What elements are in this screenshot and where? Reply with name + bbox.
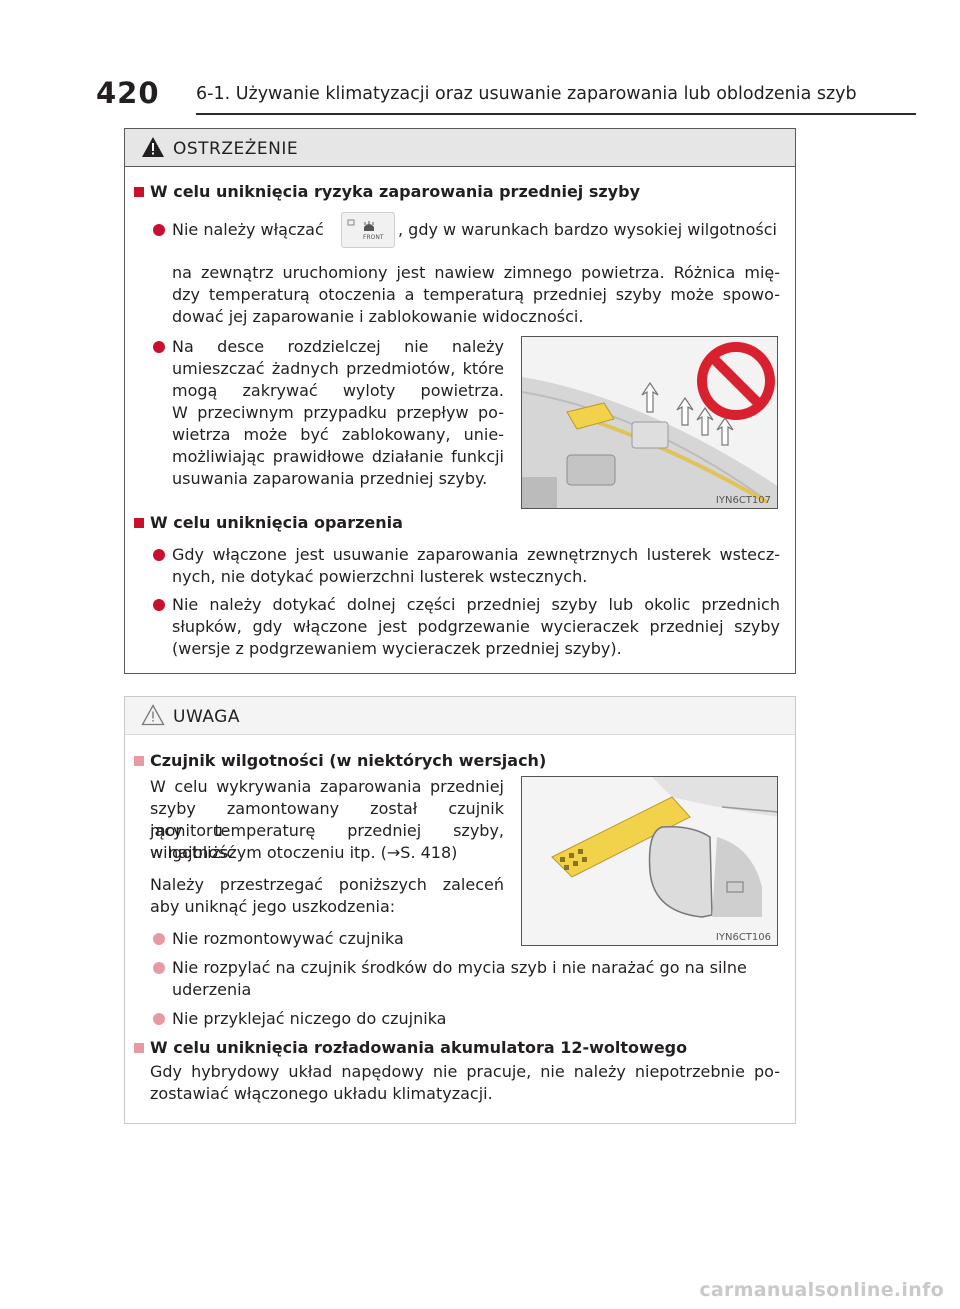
warning-item2-line: W przeciwnym przypadku przepływ po- [172, 403, 504, 422]
section-square-icon [134, 187, 144, 197]
notice-section2-heading: W celu uniknięcia rozładowania akumulato… [150, 1038, 688, 1057]
notice-title-bar: UWAGA [125, 697, 795, 735]
notice-bullet1: Nie rozmontowywać czujnika [172, 929, 404, 948]
warning-item2-line: Na desce rozdzielczej nie należy [172, 337, 504, 356]
warning-item2-line: umieszczać żadnych przedmiotów, które [172, 359, 504, 378]
front-defroster-button-icon: FRONT [341, 212, 395, 248]
warning-s2-item2-line1: Nie należy dotykać dolnej części przedni… [172, 595, 780, 614]
notice-para2-line: aby uniknąć jego uszkodzenia: [150, 897, 396, 916]
notice-section2-line2: zostawiać włączonego układu klimatyzacji… [150, 1084, 493, 1103]
bullet-dot-icon [153, 933, 165, 945]
warning-item1-line1b: , gdy w warunkach bardzo wysokiej wilgot… [398, 220, 777, 239]
notice-para2-line: Należy przestrzegać poniższych zaleceń [150, 875, 504, 894]
warning-s2-item1-line1: Gdy włączone jest usuwanie zaparowania z… [172, 545, 780, 564]
notice-title: UWAGA [173, 707, 240, 727]
bullet-dot-icon [153, 1013, 165, 1025]
notice-section1-heading: Czujnik wilgotności (w niektórych wersja… [150, 751, 547, 770]
notice-bullet2-line1: Nie rozpylać na czujnik środków do mycia… [172, 958, 747, 977]
bullet-dot-icon [153, 962, 165, 974]
front-button-label: FRONT [363, 234, 384, 241]
warning-item2-line: możliwiając prawidłowe działanie funkcji [172, 447, 504, 466]
section-square-icon [134, 518, 144, 528]
warning-item1-line2: na zewnątrz uruchomiony jest nawiew zimn… [172, 263, 780, 282]
warning-item1-line4: dować jej zaparowanie i zablokowanie wid… [172, 307, 584, 326]
warning-section1-heading: W celu uniknięcia ryzyka zaparowania prz… [150, 182, 640, 201]
page-header: 420 6-1. Używanie klimatyzacji oraz usuw… [0, 70, 960, 120]
warning-triangle-icon [142, 137, 164, 157]
section-square-icon [134, 756, 144, 766]
bullet-dot-icon [153, 224, 165, 236]
warning-s2-item2-line3: (wersje z podgrzewaniem wycieraczek prze… [172, 639, 622, 658]
warning-item2-line: usuwania zaparowania przedniej szyby. [172, 469, 488, 488]
page-number: 420 [96, 76, 160, 110]
illustration-code: IYN6CT106 [715, 932, 771, 943]
section-square-icon [134, 1043, 144, 1053]
caution-triangle-icon [141, 704, 165, 726]
warning-item1-line3: dzy temperaturą otoczenia a temperaturą … [172, 285, 780, 304]
notice-bullet3: Nie przyklejać niczego do czujnika [172, 1009, 447, 1028]
notice-section2-line1: Gdy hybrydowy układ napędowy nie pracuje… [150, 1062, 780, 1081]
warning-item2-line: mogą zakrywać wyloty powietrza. [172, 381, 504, 400]
bullet-dot-icon [153, 599, 165, 611]
humidity-sensor-illustration: IYN6CT106 [521, 776, 778, 946]
illustration-code: IYN6CT107 [715, 495, 771, 506]
bullet-dot-icon [153, 341, 165, 353]
notice-para1-line: szyby zamontowany został czujnik monitor… [150, 799, 504, 840]
notice-bullet2-line2: uderzenia [172, 980, 252, 999]
warning-title: OSTRZEŻENIE [173, 139, 299, 159]
warning-s2-item1-line2: nych, nie dotykać powierzchni lusterek w… [172, 567, 588, 586]
header-rule [196, 113, 916, 115]
bullet-dot-icon [153, 549, 165, 561]
dashboard-illustration: IYN6CT107 [521, 336, 778, 509]
notice-para1-line: W celu wykrywania zaparowania przedniej [150, 777, 504, 796]
warning-s2-item2-line2: słupków, gdy włączone jest podgrzewanie … [172, 617, 780, 636]
warning-item1-line1a: Nie należy włączać [172, 220, 324, 239]
warning-section2-heading: W celu uniknięcia oparzenia [150, 513, 403, 532]
chapter-title: 6-1. Używanie klimatyzacji oraz usuwanie… [196, 84, 857, 104]
warning-title-bar: OSTRZEŻENIE [125, 129, 795, 167]
warning-item2-line: wietrza może być zablokowany, unie- [172, 425, 504, 444]
notice-para1-line: jący temperaturę przedniej szyby, wilgot… [150, 821, 504, 862]
watermark: carmanualsonline.info [699, 1279, 944, 1301]
notice-para1-line: w najbliższym otoczeniu itp. (→S. 418) [150, 843, 458, 862]
